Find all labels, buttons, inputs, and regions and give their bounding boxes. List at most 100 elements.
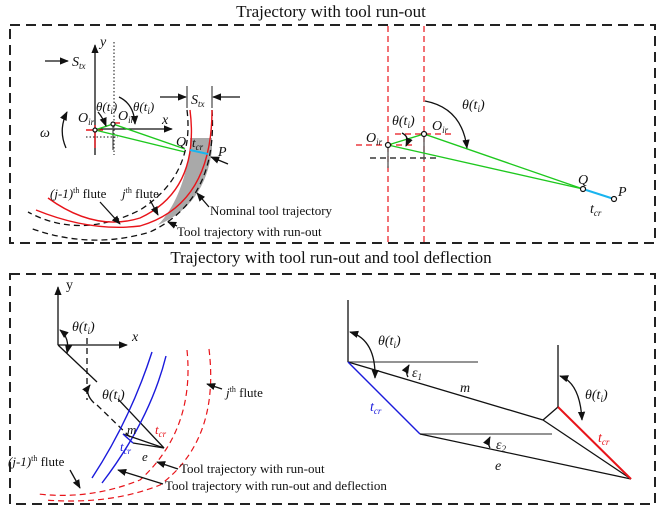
O-label: Oir [432, 119, 449, 135]
connector-line [542, 419, 632, 480]
runout-trajectory-j [44, 348, 212, 502]
flute-j-trajectory [35, 109, 213, 228]
runout-trajectory-j-1 [37, 349, 189, 496]
point-Q [579, 185, 587, 193]
tcr-blue-label: tcr [120, 439, 132, 456]
bottom-panel-title: Trajectory with tool run-out and tool de… [170, 248, 492, 267]
feed-label: Stx [72, 55, 86, 71]
point-O [110, 121, 116, 127]
theta-label: θ(ti) [133, 99, 154, 116]
theta-prime-label: θ(ti) [392, 114, 415, 130]
y-axis-label: y [98, 35, 107, 50]
flute-j-label: jth flute [120, 186, 159, 201]
O-prime-label: Oir [366, 131, 383, 147]
uncut-chip-area [158, 138, 212, 225]
theta-arc [118, 96, 139, 125]
radius-line [387, 144, 584, 190]
chip-thickness-line [189, 149, 209, 155]
top-panel-title: Trajectory with tool run-out [236, 2, 426, 21]
chip-thickness-line [582, 188, 615, 200]
flute-j-arrow [206, 383, 223, 391]
top-right-diagram: Oir Oir θ(ti) θ(ti) Q P tcr [356, 26, 627, 242]
reference-line [96, 404, 131, 438]
epsilon1-arc [401, 364, 410, 378]
O-prime-label: Oir [78, 111, 95, 127]
e-line [419, 433, 632, 480]
flute-j-arrow [149, 199, 159, 216]
top-left-diagram: y x Stx ω Oir Oir θ(ti) θ(ti) [27, 35, 333, 241]
point-P [610, 195, 618, 203]
flute-j-label: jth flute [224, 385, 263, 400]
feed-dim-label: Stx [191, 93, 205, 109]
x-axis-label: x [131, 330, 139, 345]
point-O [420, 130, 428, 138]
Q-label: Q [578, 173, 588, 188]
P-label: P [217, 145, 227, 160]
deflection-trajectory-label: Tool trajectory with run-out and deflect… [165, 478, 387, 493]
tcr-red-line [557, 406, 632, 480]
tcr-label: tcr [590, 202, 602, 218]
m-line [122, 433, 165, 449]
m-label: m [460, 381, 470, 396]
P-label: P [617, 185, 627, 200]
runout-arrow [167, 221, 178, 229]
flute-j-1-label: (j-1)th flute [8, 454, 65, 469]
rotation-arrow [60, 111, 68, 149]
epsilon2-label: ε2 [496, 438, 507, 454]
top-panel-frame [9, 24, 656, 244]
epsilon2-arc [483, 436, 491, 449]
flute-j-1-arrow [69, 469, 81, 489]
bottom-left-diagram: y x θ(ti) θ(ti) m e tcr tcr jth flute (j… [8, 278, 387, 502]
omega-label: ω [40, 126, 50, 141]
radius-line [94, 129, 186, 153]
point-O-prime [92, 127, 98, 133]
e-label: e [495, 459, 501, 474]
point-O-prime [384, 141, 392, 149]
theta-prime-arc [401, 132, 413, 147]
theta-arc-left [349, 330, 379, 379]
theta-label-left: θ(ti) [378, 334, 401, 350]
radius-line [117, 398, 165, 449]
theta-arc-right [559, 375, 586, 421]
theta-prime-arc [97, 111, 107, 127]
flute-j-1-trajectory [47, 109, 193, 223]
x-axis-label: x [161, 113, 169, 128]
tcr-blue-label: tcr [370, 400, 382, 416]
deflection-arrow [117, 468, 164, 485]
m-line [347, 361, 544, 421]
e-label: e [142, 449, 148, 464]
theta-arc [424, 100, 470, 149]
radius-line [387, 133, 584, 190]
theta-label-right: θ(ti) [585, 388, 608, 404]
theta-arc-top [59, 329, 73, 354]
bottom-panel-frame [9, 273, 656, 505]
epsilon1-label: ε1 [412, 366, 422, 382]
theta-label-top: θ(ti) [72, 320, 95, 336]
link-line [542, 406, 559, 421]
runout-trajectory-label: Tool trajectory with run-out [177, 224, 322, 239]
radius-line [57, 344, 98, 383]
runout-trajectory-label: Tool trajectory with run-out [180, 461, 325, 476]
nominal-arrow [196, 192, 210, 208]
tcr-blue [122, 433, 134, 444]
flute-j-1-arrow [99, 201, 121, 225]
deflection-trajectory-2 [101, 355, 167, 484]
tcr-red-label: tcr [155, 422, 167, 439]
flute-j-1-label: (j-1)th flute [50, 186, 107, 201]
tcr-label: tcr [192, 135, 204, 152]
Q-label: Q [176, 135, 186, 150]
e-line [132, 442, 165, 449]
nominal-trajectory-label: Nominal tool trajectory [210, 203, 333, 218]
P-arrow [210, 156, 229, 165]
tcr-red-label: tcr [598, 431, 610, 447]
deflection-trajectory-1 [91, 351, 153, 479]
y-axis-label: y [66, 278, 73, 293]
bottom-right-diagram: θ(ti) ε1 m tcr ε2 e tcr θ(ti) [347, 300, 632, 480]
theta-arc-mid [82, 384, 95, 404]
theta-label-mid: θ(ti) [102, 388, 125, 404]
runout-arrow [156, 461, 179, 470]
tcr-blue-line [347, 361, 421, 435]
theta-prime-label: θ(ti) [96, 99, 117, 116]
m-label: m [127, 422, 136, 437]
